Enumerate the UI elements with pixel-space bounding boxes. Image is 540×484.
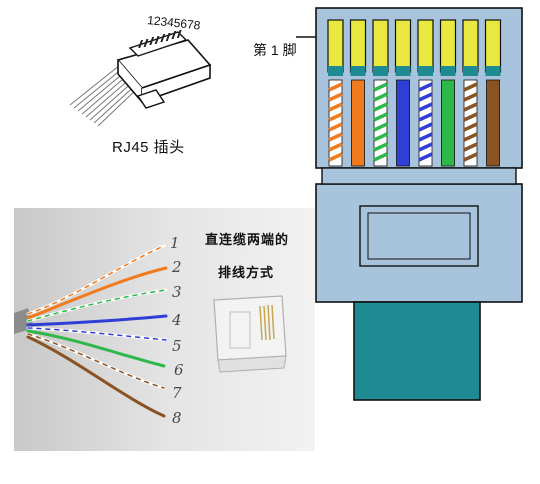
photo-title-line-2: 排线方式 (218, 265, 275, 280)
connector-pin-4 (394, 19, 412, 167)
wire-number-5: 5 (172, 337, 182, 355)
connector-pin-7 (462, 19, 479, 167)
connector-collar (321, 167, 517, 185)
wire-number-1: 1 (170, 234, 180, 252)
connector-pin-2 (349, 19, 367, 167)
connector-pins (327, 19, 502, 167)
connector-pin-1 (327, 19, 344, 167)
wire-number-2: 2 (172, 258, 182, 276)
connector-pin-6 (439, 19, 457, 167)
wire-number-6: 6 (174, 361, 184, 379)
connector-pin-3 (372, 19, 389, 167)
connector-window (359, 205, 479, 267)
rj45-plug-drawing (69, 30, 212, 127)
pin1-label: 第 1 脚 (253, 42, 297, 58)
rj45-caption: RJ45 插头 (112, 139, 185, 156)
connector-diagram (315, 7, 523, 401)
connector-pin-8 (484, 19, 502, 167)
wire-number-7: 7 (172, 384, 182, 402)
wire-number-3: 3 (172, 283, 182, 301)
clear-plug (213, 295, 287, 373)
wire-number-8: 8 (172, 409, 182, 427)
connector-pin-5 (417, 19, 434, 167)
cable-photo (14, 208, 315, 451)
connector-boot (353, 301, 481, 401)
wire-number-4: 4 (172, 311, 182, 329)
photo-title-line-1: 直连缆两端的 (205, 232, 290, 247)
